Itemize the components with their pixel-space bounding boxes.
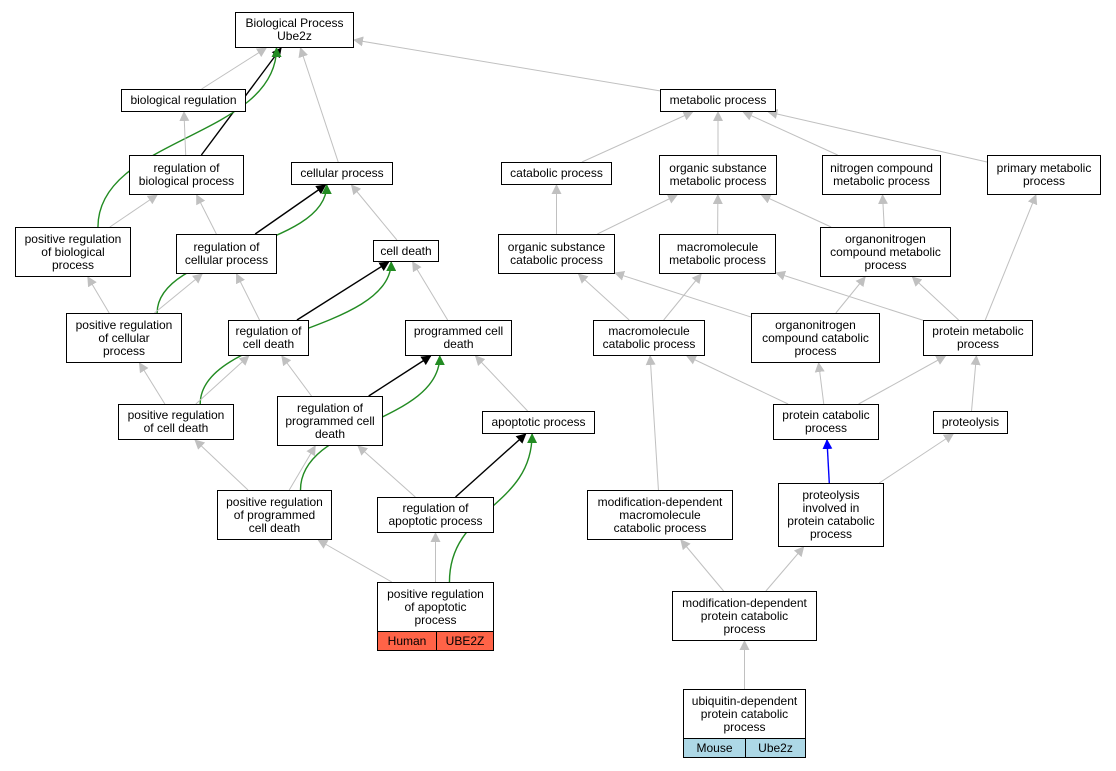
edge-cd-to-cp — [350, 184, 398, 241]
edge-mdmcp-to-mcp — [645, 355, 659, 491]
edge-rap-to-ap — [455, 433, 527, 498]
go-term-prcp[interactable]: positive regulation of cellular process — [66, 313, 182, 363]
species-tag-right: Ube2z — [745, 738, 806, 758]
edge-pcatp-to-occp — [814, 362, 825, 405]
edge-mcp-to-oscp — [577, 273, 630, 321]
edge-ap-to-pcd — [474, 355, 528, 412]
go-term-rcd[interactable]: regulation of cell death — [228, 320, 309, 356]
edge-rbp-to-br — [179, 111, 190, 156]
go-term-occp[interactable]: organonitrogen compound catabolic proces… — [751, 313, 880, 363]
go-term-mdpcp[interactable]: modification-dependent protein catabolic… — [672, 591, 817, 641]
edge-rpcd-to-rcd — [281, 355, 312, 397]
species-tag-left: Mouse — [683, 738, 746, 758]
edge-br-to-bp — [201, 47, 268, 90]
edge-prbp-to-bp — [97, 47, 282, 228]
edge-prcd-to-prcp — [138, 362, 166, 405]
go-term-pipcp[interactable]: proteolysis involved in protein cataboli… — [778, 483, 884, 547]
edge-occp-to-oscp — [614, 270, 752, 318]
edge-rcd-to-rcp — [236, 273, 260, 321]
edge-catp-to-mp — [581, 111, 694, 163]
edge-ncmp-to-mp — [742, 111, 838, 156]
edge-prcp-to-prbp — [87, 276, 110, 314]
edge-prbp-to-rbp — [109, 194, 158, 228]
go-term-bp[interactable]: Biological Process Ube2z — [235, 12, 354, 48]
edge-mdpcp-to-pipcp — [765, 546, 805, 592]
go-term-cp[interactable]: cellular process — [291, 162, 393, 185]
go-term-mcp[interactable]: macromolecule catabolic process — [593, 320, 705, 356]
edge-prot-to-prmp — [970, 355, 981, 412]
edge-ocmp-to-ncmp — [878, 194, 888, 228]
edge-rcp-to-rbp — [196, 194, 217, 235]
edge-rpcd-to-pcd — [368, 355, 432, 397]
edge-rap-to-rpcd — [357, 445, 416, 498]
go-term-rap[interactable]: regulation of apoptotic process — [377, 497, 494, 533]
edge-prap-to-prpcd — [317, 539, 392, 583]
edge-prcd-to-rcd — [195, 355, 250, 405]
go-term-pcd[interactable]: programmed cell death — [405, 320, 512, 356]
go-term-ncmp[interactable]: nitrogen compound metabolic process — [822, 155, 941, 195]
edge-ocmp-to-osmp — [760, 194, 832, 228]
edge-pipcp-to-prot — [878, 433, 954, 484]
go-term-rpcd[interactable]: regulation of programmed cell death — [277, 396, 383, 446]
go-term-prbp[interactable]: positive regulation of biological proces… — [15, 227, 131, 277]
go-term-oscp[interactable]: organic substance catabolic process — [498, 234, 615, 274]
edge-pcatp-to-prmp — [858, 355, 947, 405]
edge-mp-to-bp — [353, 36, 661, 92]
go-term-pmp[interactable]: primary metabolic process — [987, 155, 1101, 195]
edge-cp-to-bp — [298, 47, 339, 163]
go-term-ap[interactable]: apoptotic process — [482, 411, 595, 434]
go-term-prot[interactable]: proteolysis — [933, 411, 1008, 434]
edge-prmp-to-pmp — [984, 194, 1038, 321]
go-term-br[interactable]: biological regulation — [121, 89, 246, 112]
edge-mdpcp-to-mdmcp — [680, 539, 724, 592]
edge-prpcd-to-prcd — [194, 439, 249, 491]
go-term-cd[interactable]: cell death — [373, 240, 439, 262]
go-term-ocmp[interactable]: organonitrogen compound metabolic proces… — [820, 227, 951, 277]
edge-pcd-to-cd — [412, 261, 449, 321]
edge-rcd-to-cd — [296, 261, 390, 321]
go-term-mmp[interactable]: macromolecule metabolic process — [659, 234, 776, 274]
go-term-prpcd[interactable]: positive regulation of programmed cell d… — [217, 490, 332, 540]
edge-pmp-to-mp — [767, 109, 988, 163]
edge-mcp-to-mmp — [663, 273, 702, 321]
species-tag-right: UBE2Z — [436, 631, 494, 651]
go-term-prcd[interactable]: positive regulation of cell death — [118, 404, 234, 440]
go-term-rbp[interactable]: regulation of biological process — [129, 155, 244, 195]
species-tag-left: Human — [377, 631, 437, 651]
go-term-pcatp[interactable]: protein catabolic process — [773, 404, 879, 440]
go-term-prap[interactable]: positive regulation of apoptotic process — [377, 582, 494, 632]
edge-pipcp-to-pcatp — [822, 439, 833, 484]
go-term-catp[interactable]: catabolic process — [501, 162, 612, 185]
edge-prcp-to-rcp — [154, 273, 203, 314]
go-term-prmp[interactable]: protein metabolic process — [923, 320, 1033, 356]
go-term-rcp[interactable]: regulation of cellular process — [176, 234, 277, 274]
edge-prmp-to-ocmp — [911, 276, 959, 321]
edge-oscp-to-osmp — [597, 194, 679, 235]
go-term-osmp[interactable]: organic substance metabolic process — [659, 155, 777, 195]
go-term-mp[interactable]: metabolic process — [660, 89, 776, 112]
edge-pcatp-to-mcp — [686, 355, 789, 405]
go-term-mdmcp[interactable]: modification-dependent macromolecule cat… — [587, 490, 733, 540]
edge-rcp-to-cp — [254, 184, 327, 235]
edge-occp-to-ocmp — [835, 276, 866, 314]
go-term-udpcp[interactable]: ubiquitin-dependent protein catabolic pr… — [683, 689, 806, 739]
edge-prpcd-to-rpcd — [288, 445, 316, 491]
